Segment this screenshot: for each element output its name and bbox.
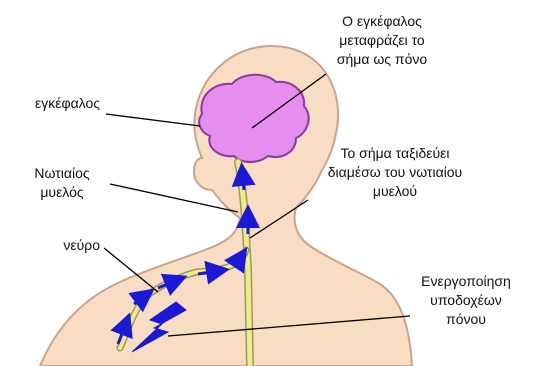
label-spinal-cord: Νωτιαίος μυελός <box>22 164 102 202</box>
label-brain: εγκέφαλος <box>0 94 100 113</box>
label-nerve: νεύρο <box>20 236 100 255</box>
leader-brain <box>106 114 200 126</box>
label-receptor-activation: Ενεργοποίηση υποδοχέων πόνου <box>406 272 526 329</box>
brain-shape <box>199 75 308 162</box>
label-signal-travels: Το σήμα ταξιδεύει διαμέσω του νωτιαίου μ… <box>300 144 490 201</box>
signal-arrow-7 <box>242 168 244 190</box>
label-brain-interprets: Ο εγκέφαλος μεταφράζει το σήμα ως πόνο <box>302 12 462 69</box>
